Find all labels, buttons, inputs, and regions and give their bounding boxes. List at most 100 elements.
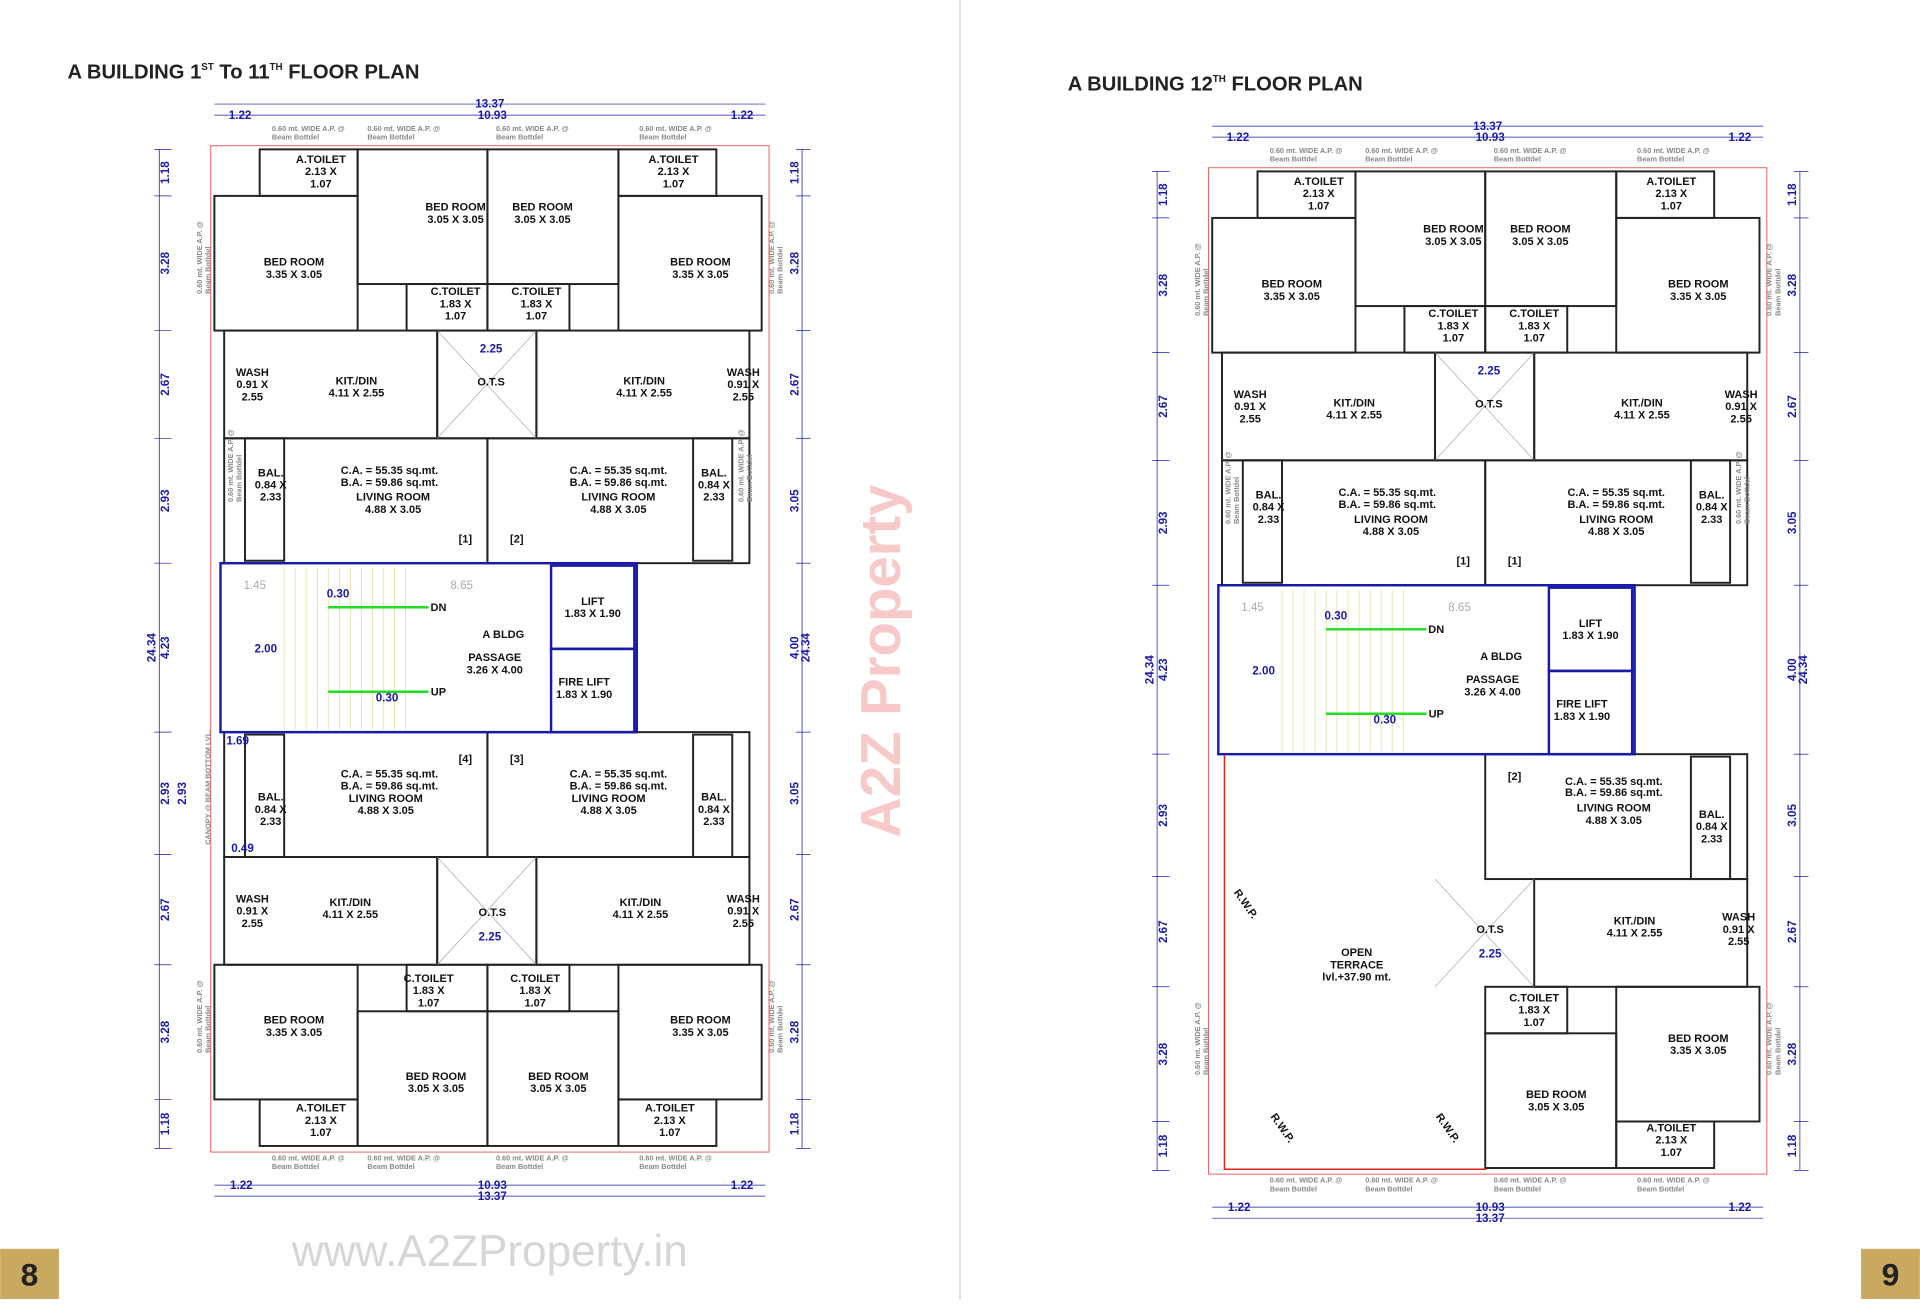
label-line: 2.33 (1701, 833, 1722, 845)
label-line: 0.30 (1325, 610, 1348, 623)
label-line: PASSAGE (468, 652, 521, 664)
label-line: 1.83 X 1.90 (1562, 630, 1618, 642)
room-label-ca-tr: C.A. = 55.35 sq.mt. (570, 465, 668, 477)
label-line: 4.88 X 3.05 (358, 805, 414, 817)
label-line: BED ROOM (1510, 224, 1570, 236)
ap-note: Beam Bottdel (1270, 1184, 1317, 1193)
label-line: 3.26 X 4.00 (1464, 686, 1520, 698)
label-line: [3] (510, 754, 524, 766)
room-label-unit4: [4] (459, 754, 473, 766)
label-line: LIVING ROOM (356, 492, 430, 504)
dim-left: 2.93 (1157, 511, 1170, 534)
label-line: 0.91 X (1723, 924, 1755, 936)
label-line: 4.11 X 2.55 (322, 909, 378, 921)
dim-canopy: 0.49 (231, 842, 254, 855)
ap-note: 0.60 mt. WIDE A.P. @ (1365, 146, 1438, 155)
label-line: 1.83 X (1437, 320, 1469, 332)
wall (1689, 755, 1732, 881)
label-line: [2] (1508, 771, 1522, 783)
label-line: 3.35 X 3.05 (672, 269, 728, 281)
label-line: 0.30 (327, 587, 350, 600)
label-line: 1.83 X 1.90 (1554, 711, 1610, 723)
label-line: O.T.S (479, 907, 507, 919)
room-label-bal-tr: BAL.0.84 X2.33 (698, 467, 730, 503)
room-label-ba-tl: B.A. = 59.86 sq.mt. (341, 477, 439, 489)
ap-note: Beam Bottdel (272, 133, 319, 142)
room-label-ots-b-w: 2.25 (479, 930, 502, 943)
ap-note: Beam Bottdel (639, 1162, 686, 1171)
label-line: 3.35 X 3.05 (1264, 291, 1320, 303)
dim-right: 3.05 (1786, 511, 1799, 534)
label-line: 1.83 X (413, 985, 445, 997)
label-line: 2.13 X (1655, 1135, 1687, 1147)
label-line: LIVING ROOM (1579, 514, 1653, 526)
label-line: 2.13 X (658, 166, 690, 178)
dim-left: 1.18 (159, 161, 172, 184)
label-line: 1.83 X 1.90 (556, 689, 612, 701)
ap-note: Beam Bottdel (272, 1162, 319, 1171)
dim-left-total: 24.34 (1143, 655, 1156, 685)
label-line: C.A. = 55.35 sq.mt. (570, 768, 668, 780)
label-line: 3.05 X 3.05 (1512, 236, 1568, 248)
ap-note: Beam Bottdel (1743, 477, 1752, 524)
walls (154, 103, 811, 1197)
label-line: BAL. (258, 792, 284, 804)
label-line: WASH (727, 367, 760, 379)
room-label-up: UP (1429, 708, 1444, 720)
label-line: A.TOILET (645, 1103, 695, 1115)
label-line: 1.83 X (1518, 320, 1550, 332)
label-line: 0.84 X (1253, 502, 1285, 514)
room-label-tread1: 0.30 (327, 587, 350, 600)
dim-left: 2.67 (1157, 920, 1170, 943)
label-line: OPEN (1341, 947, 1372, 959)
label-line: 0.84 X (1696, 821, 1728, 833)
dim-left: 3.28 (1157, 1042, 1170, 1065)
label-line: 0.30 (376, 692, 399, 705)
label-line: A.TOILET (1646, 1122, 1696, 1134)
wall (244, 437, 286, 562)
dim-left: 2.93 (159, 489, 172, 512)
dim-bottom-right: 1.22 (1729, 1201, 1752, 1214)
wall (1484, 985, 1569, 1035)
label-line: 2.33 (1701, 514, 1722, 526)
room-label-ba-tr: B.A. = 59.86 sq.mt. (1567, 499, 1665, 511)
label-line: 2.55 (242, 918, 263, 930)
label-line: 0.91 X (236, 379, 268, 391)
room-label-bldg: A BLDG (1480, 651, 1522, 663)
label-line: 1.07 (1661, 1147, 1682, 1159)
label-line: B.A. = 59.86 sq.mt. (341, 477, 439, 489)
label-line: 3.05 X 3.05 (1528, 1101, 1584, 1113)
label-line: 3.35 X 3.05 (672, 1027, 728, 1039)
ap-note: 0.60 mt. WIDE A.P. @ (1224, 451, 1233, 524)
label-line: LIVING ROOM (1354, 514, 1428, 526)
ap-note: Beam Bottdel (1637, 1184, 1684, 1193)
label-line: 0.84 X (698, 804, 730, 816)
label-line: BAL. (1699, 809, 1725, 821)
dim-left: 4.23 (159, 636, 172, 659)
label-line: 1.07 (659, 1127, 680, 1139)
dim-left: 2.93 (1157, 804, 1170, 827)
label-line: 1.07 (445, 311, 466, 323)
ap-note: 0.60 mt. WIDE A.P. @ (1365, 1176, 1438, 1185)
ap-note: 0.60 mt. WIDE A.P. @ (1193, 1002, 1202, 1075)
label-line: 3.26 X 4.00 (467, 664, 523, 676)
label-line: B.A. = 59.86 sq.mt. (1567, 499, 1665, 511)
ap-note: Beam Bottdel (1773, 269, 1782, 316)
dim-right: 3.28 (788, 251, 801, 274)
label-line: LIVING ROOM (349, 793, 423, 805)
ap-note: Beam Bottdel (1232, 477, 1241, 524)
